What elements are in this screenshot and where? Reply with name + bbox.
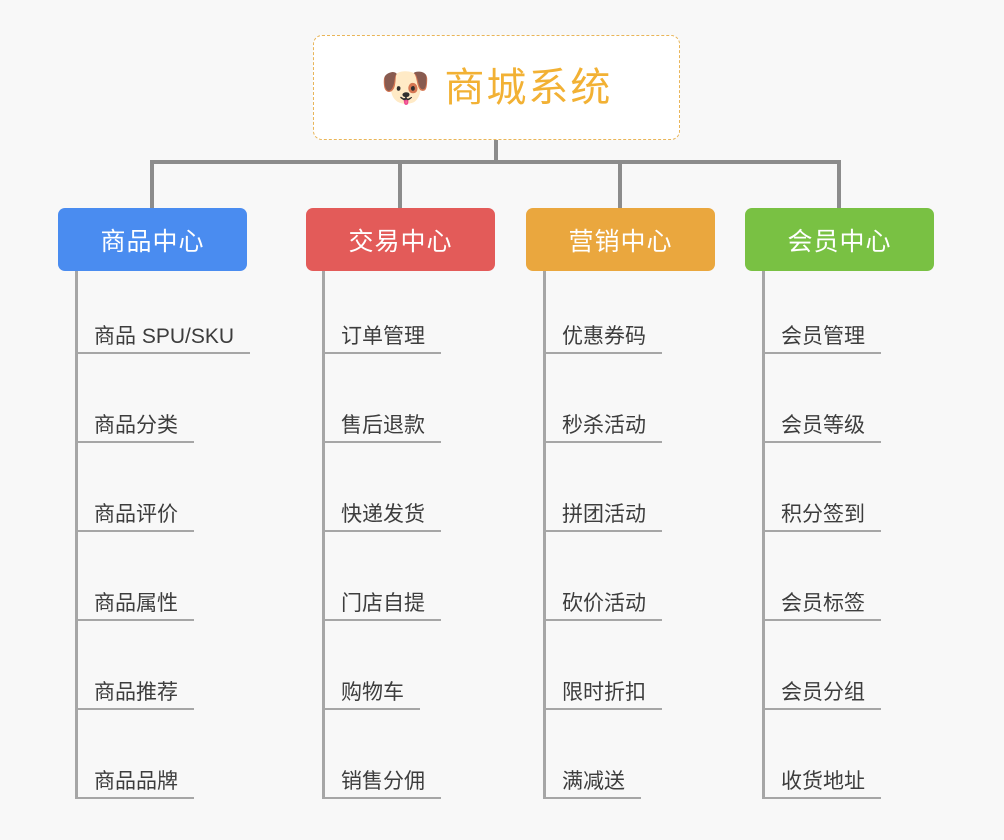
- leaf-trunk-2: [322, 271, 325, 799]
- root-stem: [494, 140, 498, 164]
- leaf-trunk-4: [762, 271, 765, 799]
- leaf-item[interactable]: 会员标签: [765, 589, 881, 621]
- category-bus: [152, 160, 839, 164]
- leaf-item[interactable]: 收货地址: [765, 767, 881, 799]
- leaf-item[interactable]: 会员管理: [765, 322, 881, 354]
- leaf-item[interactable]: 购物车: [325, 678, 420, 710]
- leaf-item[interactable]: 限时折扣: [546, 678, 662, 710]
- leaf-item[interactable]: 商品 SPU/SKU: [78, 322, 251, 354]
- category-drop-4: [837, 160, 841, 208]
- leaf-label: 销售分佣: [341, 770, 425, 793]
- leaf-label: 会员分组: [781, 681, 865, 704]
- leaf-label: 拼团活动: [562, 503, 646, 526]
- leaf-item[interactable]: 售后退款: [325, 411, 441, 443]
- leaf-item[interactable]: 会员分组: [765, 678, 881, 710]
- leaf-label: 商品属性: [94, 592, 178, 615]
- leaf-label: 会员标签: [781, 592, 865, 615]
- category-label: 商品中心: [100, 227, 205, 256]
- leaf-item[interactable]: 门店自提: [325, 589, 441, 621]
- leaf-label: 会员管理: [781, 325, 865, 348]
- leaf-item[interactable]: 会员等级: [765, 411, 881, 443]
- category-box-4[interactable]: 会员中心: [745, 208, 934, 271]
- leaf-label: 售后退款: [341, 414, 425, 437]
- leaf-trunk-1: [75, 271, 78, 799]
- leaf-label: 收货地址: [781, 770, 865, 793]
- leaf-label: 门店自提: [341, 592, 425, 615]
- leaf-label: 限时折扣: [562, 681, 646, 704]
- leaf-item[interactable]: 商品推荐: [78, 678, 194, 710]
- dog-face-icon: 🐶: [380, 65, 431, 110]
- root-node[interactable]: 🐶 商城系统: [313, 35, 680, 140]
- leaf-label: 满减送: [562, 770, 625, 793]
- category-box-1[interactable]: 商品中心: [58, 208, 247, 271]
- leaf-item[interactable]: 商品分类: [78, 411, 194, 443]
- leaf-label: 商品品牌: [94, 770, 178, 793]
- leaf-label: 快递发货: [341, 503, 425, 526]
- leaf-item[interactable]: 积分签到: [765, 500, 881, 532]
- leaf-label: 会员等级: [781, 414, 865, 437]
- category-box-3[interactable]: 营销中心: [526, 208, 715, 271]
- leaf-item[interactable]: 优惠券码: [546, 322, 662, 354]
- leaf-label: 秒杀活动: [562, 414, 646, 437]
- category-label: 交易中心: [348, 227, 453, 256]
- leaf-item[interactable]: 销售分佣: [325, 767, 441, 799]
- category-drop-2: [398, 160, 402, 208]
- leaf-item[interactable]: 商品品牌: [78, 767, 194, 799]
- leaf-item[interactable]: 商品评价: [78, 500, 194, 532]
- leaf-label: 商品 SPU/SKU: [94, 325, 235, 348]
- root-title: 商城系统: [444, 65, 613, 110]
- leaf-item[interactable]: 订单管理: [325, 322, 441, 354]
- leaf-item[interactable]: 砍价活动: [546, 589, 662, 621]
- category-drop-1: [150, 160, 154, 208]
- leaf-label: 商品推荐: [94, 681, 178, 704]
- leaf-trunk-3: [543, 271, 546, 799]
- leaf-label: 优惠券码: [562, 325, 646, 348]
- category-drop-3: [618, 160, 622, 208]
- leaf-item[interactable]: 拼团活动: [546, 500, 662, 532]
- leaf-label: 砍价活动: [562, 592, 646, 615]
- category-box-2[interactable]: 交易中心: [306, 208, 495, 271]
- leaf-item[interactable]: 满减送: [546, 767, 641, 799]
- leaf-label: 积分签到: [781, 503, 865, 526]
- leaf-label: 商品分类: [94, 414, 178, 437]
- leaf-label: 购物车: [341, 681, 404, 704]
- leaf-label: 订单管理: [341, 325, 425, 348]
- leaf-item[interactable]: 商品属性: [78, 589, 194, 621]
- leaf-label: 商品评价: [94, 503, 178, 526]
- leaf-item[interactable]: 快递发货: [325, 500, 441, 532]
- category-label: 会员中心: [787, 227, 892, 256]
- category-label: 营销中心: [568, 227, 673, 256]
- leaf-item[interactable]: 秒杀活动: [546, 411, 662, 443]
